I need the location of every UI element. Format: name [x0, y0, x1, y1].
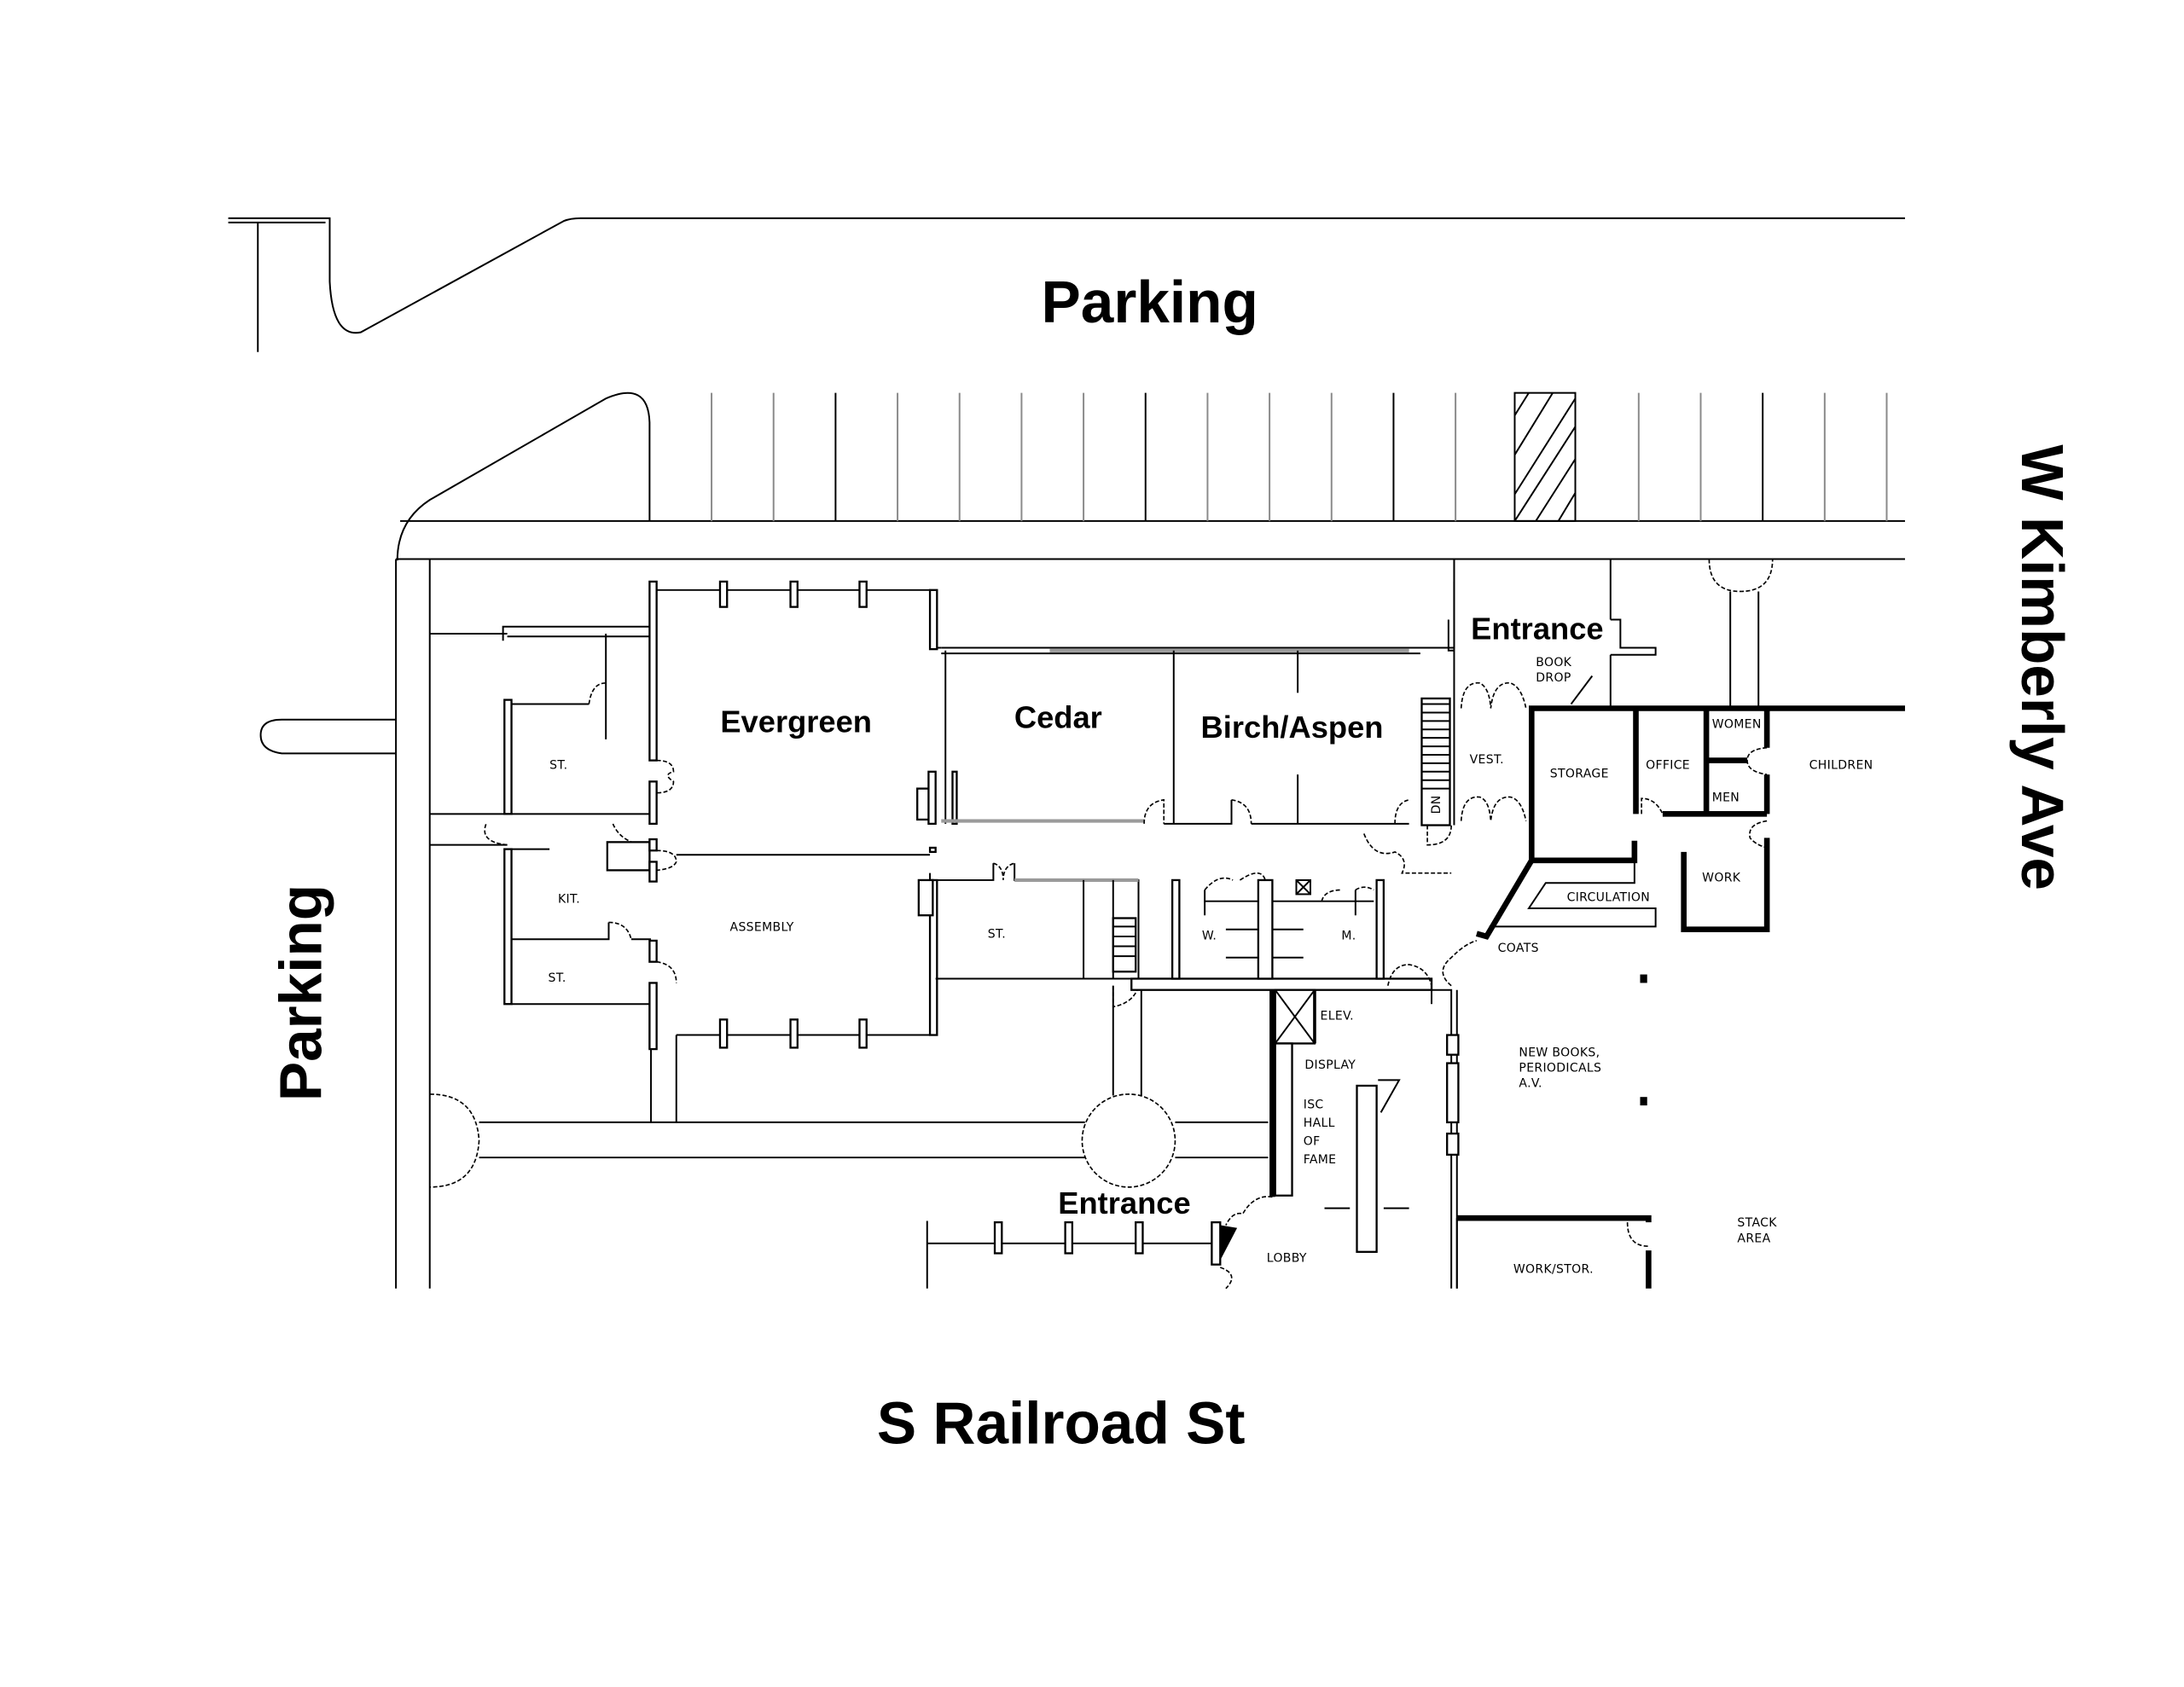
label-coats: COATS	[1498, 942, 1539, 955]
label-storage: STORAGE	[1550, 767, 1609, 780]
north-parking-label: Parking	[1042, 269, 1258, 335]
label-women-restroom: W.	[1202, 929, 1217, 942]
label-assembly: ASSEMBLY	[730, 920, 794, 934]
south-street-label: S Railroad St	[877, 1389, 1246, 1456]
label-isc-hall-3: OF	[1304, 1134, 1321, 1148]
label-new-books-1: NEW BOOKS,	[1519, 1046, 1600, 1059]
west-parking-label: Parking	[268, 884, 334, 1101]
label-lobby: LOBBY	[1267, 1251, 1307, 1265]
room-birch-aspen: Birch/Aspen	[1201, 710, 1384, 745]
room-cedar: Cedar	[1014, 700, 1102, 735]
label-st-upper: ST.	[549, 758, 567, 772]
north-entrance-label: Entrance	[1471, 612, 1603, 646]
north-parking-outline	[228, 217, 1905, 352]
label-office: OFFICE	[1646, 758, 1690, 772]
label-stair-down: DN	[1430, 795, 1443, 814]
label-circulation: CIRCULATION	[1567, 891, 1651, 905]
label-stack-area-2: AREA	[1737, 1232, 1770, 1245]
label-new-books-3: A.V.	[1519, 1077, 1542, 1091]
west-sidewalk	[259, 559, 508, 1289]
room-evergreen: Evergreen	[720, 704, 872, 739]
east-street-label: W Kimberly Ave	[2009, 444, 2076, 890]
label-men-restroom: M.	[1341, 929, 1356, 942]
label-work-stor: WORK/STOR.	[1513, 1263, 1594, 1277]
label-isc-hall-2: HALL	[1304, 1116, 1335, 1130]
label-isc-hall-4: FAME	[1304, 1153, 1337, 1167]
label-isc-hall-1: ISC	[1304, 1098, 1324, 1111]
west-wing-walls	[429, 580, 947, 1051]
label-display: DISPLAY	[1304, 1058, 1356, 1072]
label-book-drop-2: DROP	[1536, 671, 1571, 685]
label-kit: KIT.	[558, 892, 580, 906]
east-wing-walls	[1447, 559, 1905, 1289]
south-entrance-label: Entrance	[1058, 1186, 1190, 1220]
label-st-lower: ST.	[548, 971, 566, 985]
label-men: MEN	[1712, 791, 1740, 804]
lobby-spine	[926, 940, 1478, 1290]
label-children: CHILDREN	[1809, 758, 1873, 772]
label-st-middle: ST.	[988, 928, 1006, 942]
south-walkway	[429, 985, 1269, 1188]
label-new-books-2: PERIODICALS	[1519, 1061, 1601, 1075]
accessible-parking-stall	[1513, 391, 1577, 522]
label-work: WORK	[1702, 872, 1741, 885]
label-vestibule: VEST.	[1470, 753, 1504, 767]
stair-treads	[1421, 703, 1450, 790]
label-elevator: ELEV.	[1321, 1009, 1354, 1023]
label-book-drop-1: BOOK	[1536, 656, 1571, 670]
parking-stalls	[396, 391, 1905, 561]
label-stack-area-1: STACK	[1737, 1216, 1777, 1230]
label-women: WOMEN	[1712, 718, 1762, 732]
